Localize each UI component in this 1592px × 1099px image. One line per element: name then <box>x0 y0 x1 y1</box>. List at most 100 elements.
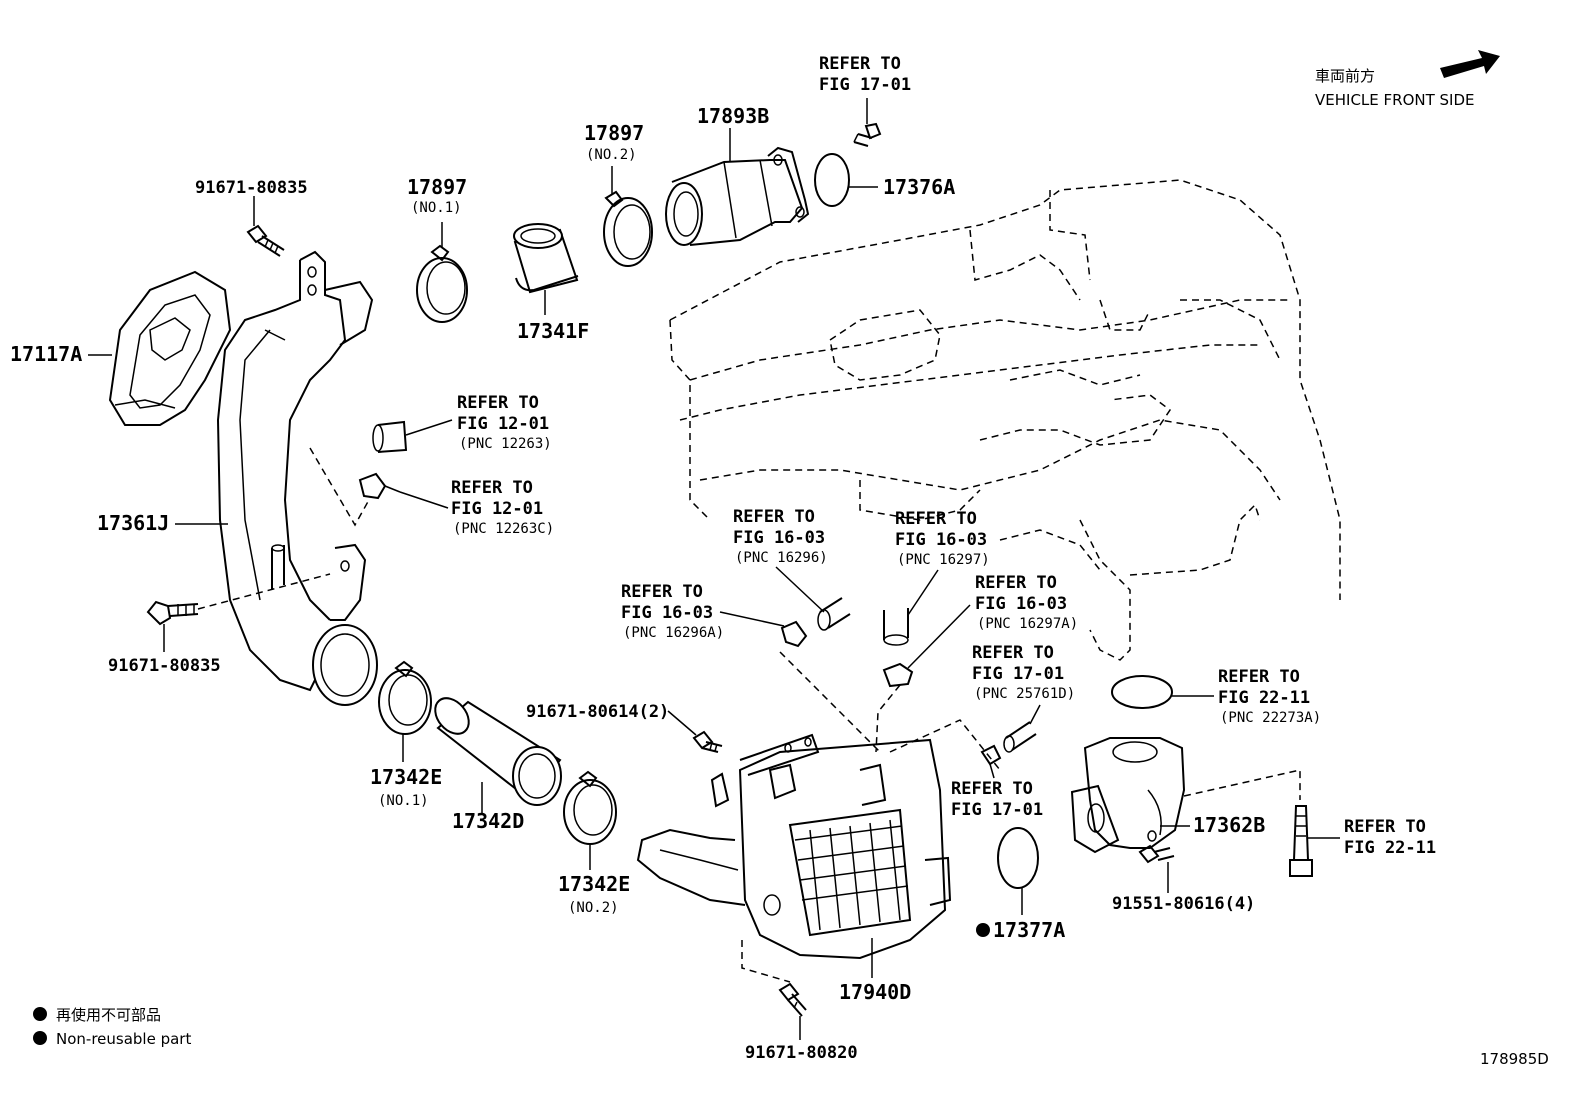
clip-16297A <box>882 662 914 688</box>
bolt-80820 <box>778 982 807 1017</box>
ref-1701-top-l1: REFER TO <box>819 54 901 74</box>
leader-ref-1603-d <box>907 604 971 669</box>
ref-1201-a-l1: REFER TO <box>457 393 539 413</box>
vehicle-front-arrow <box>1440 50 1500 78</box>
sub-17897-no1: (NO.1) <box>411 200 462 216</box>
intercooler-17940D <box>636 733 952 960</box>
stud-ref-2211 <box>1289 805 1313 877</box>
elbow-17362B <box>1070 737 1186 854</box>
ref-1201-b-l1: REFER TO <box>451 478 533 498</box>
sub-17342E-no1: (NO.1) <box>378 793 429 809</box>
leader-ref-1201-b <box>399 491 449 509</box>
bolt-bottom-left <box>146 600 199 626</box>
leader-ref-1701-b <box>1029 704 1041 725</box>
ref-1603-c-l1: REFER TO <box>621 582 703 602</box>
hose-17342D <box>434 697 562 806</box>
ref-1603-a-l1: REFER TO <box>733 507 815 527</box>
legend-dot-1 <box>33 1007 47 1021</box>
label-91671-80820: 91671-80820 <box>745 1043 858 1063</box>
engine-outline <box>669 179 1341 661</box>
ref-1603-d-l2: FIG 16-03 <box>975 594 1067 614</box>
dash-12263C <box>309 447 371 527</box>
dash-17362B <box>1183 769 1301 800</box>
ref-2211-a-l1: REFER TO <box>1218 667 1300 687</box>
label-17117A: 17117A <box>10 342 82 366</box>
label-91671-80835-top: 91671-80835 <box>195 178 308 198</box>
dash-cooler-3 <box>889 719 1001 771</box>
label-91671-80835-bot: 91671-80835 <box>108 656 221 676</box>
dash-cooler-1 <box>779 651 881 753</box>
label-17940D: 17940D <box>839 980 911 1004</box>
clamp-17342E-no1 <box>378 660 432 735</box>
ring-17377A <box>997 827 1039 889</box>
leader-80614 <box>667 710 697 736</box>
label-17342E-no2: 17342E <box>558 872 630 896</box>
sub-17897-no2: (NO.2) <box>586 147 637 163</box>
ref-1701-top-l2: FIG 17-01 <box>819 75 911 95</box>
ref-2211-b-l1: REFER TO <box>1344 817 1426 837</box>
ref-1603-c-pnc: (PNC 16296A) <box>623 625 724 641</box>
ref-1603-b-pnc: (PNC 16297) <box>897 552 990 568</box>
label-17897-no2: 17897 <box>584 121 644 145</box>
ref-1603-d-pnc: (PNC 16297A) <box>977 616 1078 632</box>
front-side-jp: 車両前方 <box>1315 67 1375 85</box>
ref-1701-b-pnc: (PNC 25761D) <box>974 686 1075 702</box>
ref-1201-a-l2: FIG 12-01 <box>457 414 549 434</box>
ref-1201-a-pnc: (PNC 12263) <box>459 436 552 452</box>
ref-1603-d-l1: REFER TO <box>975 573 1057 593</box>
label-17341F: 17341F <box>517 319 589 343</box>
ref-2211-a-pnc: (PNC 22273A) <box>1220 710 1321 726</box>
label-17342D: 17342D <box>452 809 524 833</box>
ref-1701-c-l2: FIG 17-01 <box>951 800 1043 820</box>
leader-ref-1201-a <box>405 419 453 436</box>
bolt-top-left <box>246 224 285 257</box>
clamp-17897-no1 <box>416 244 468 323</box>
figure-id: 178985D <box>1480 1050 1549 1068</box>
ref-2211-a-l2: FIG 22-11 <box>1218 688 1310 708</box>
legend-jp: 再使用不可部品 <box>56 1006 161 1024</box>
bolt-80616 <box>1138 844 1175 864</box>
ref-1603-b-l2: FIG 16-03 <box>895 530 987 550</box>
ref-1201-b-pnc: (PNC 12263C) <box>453 521 554 537</box>
label-17897-no1: 17897 <box>407 175 467 199</box>
ref-1603-b-l1: REFER TO <box>895 509 977 529</box>
clip-12263C <box>358 472 401 500</box>
dash-cooler-2 <box>875 684 901 753</box>
ref-1603-c-l2: FIG 16-03 <box>621 603 713 623</box>
ref-1201-b-l2: FIG 12-01 <box>451 499 543 519</box>
clamp-17342E-no2 <box>563 770 617 845</box>
legend-dot-2 <box>33 1031 47 1045</box>
intake-pipe-17361J <box>216 250 378 706</box>
ring-17376A <box>814 153 850 207</box>
hose-17341F <box>513 223 579 294</box>
hose-stub-16296 <box>817 597 851 631</box>
clamp-17897-no2 <box>603 190 653 267</box>
label-17342E-no1: 17342E <box>370 765 442 789</box>
leader-ref-1603-a <box>775 566 825 613</box>
ref-1603-a-l2: FIG 16-03 <box>733 528 825 548</box>
dash-cooler-4 <box>741 940 791 983</box>
ref-1701-c-l1: REFER TO <box>951 779 1033 799</box>
clip-ref-1701-c <box>980 744 1002 779</box>
bolt-80614 <box>692 730 723 753</box>
legend-en: Non-reusable part <box>56 1030 191 1048</box>
label-17376A: 17376A <box>883 175 955 199</box>
non-reusable-marker-17377A <box>976 923 990 937</box>
gasket-17117A <box>108 270 232 426</box>
ref-2211-b-l2: FIG 22-11 <box>1344 838 1436 858</box>
label-91551-80616: 91551-80616(4) <box>1112 894 1255 914</box>
label-17377A: 17377A <box>993 918 1065 942</box>
leader-ref-1603-b <box>907 569 939 616</box>
label-17362B: 17362B <box>1193 813 1265 837</box>
leader-ref-1603-c <box>719 611 785 627</box>
outlet-17893B <box>665 146 810 246</box>
bolt-top-center <box>853 122 882 147</box>
gasket-22273A <box>1111 675 1173 709</box>
label-91671-80614: 91671-80614(2) <box>526 702 669 722</box>
front-side-en: VEHICLE FRONT SIDE <box>1315 91 1475 109</box>
hose-stub-12263 <box>372 420 408 453</box>
clip-16296A <box>780 620 808 648</box>
ref-1603-a-pnc: (PNC 16296) <box>735 550 828 566</box>
